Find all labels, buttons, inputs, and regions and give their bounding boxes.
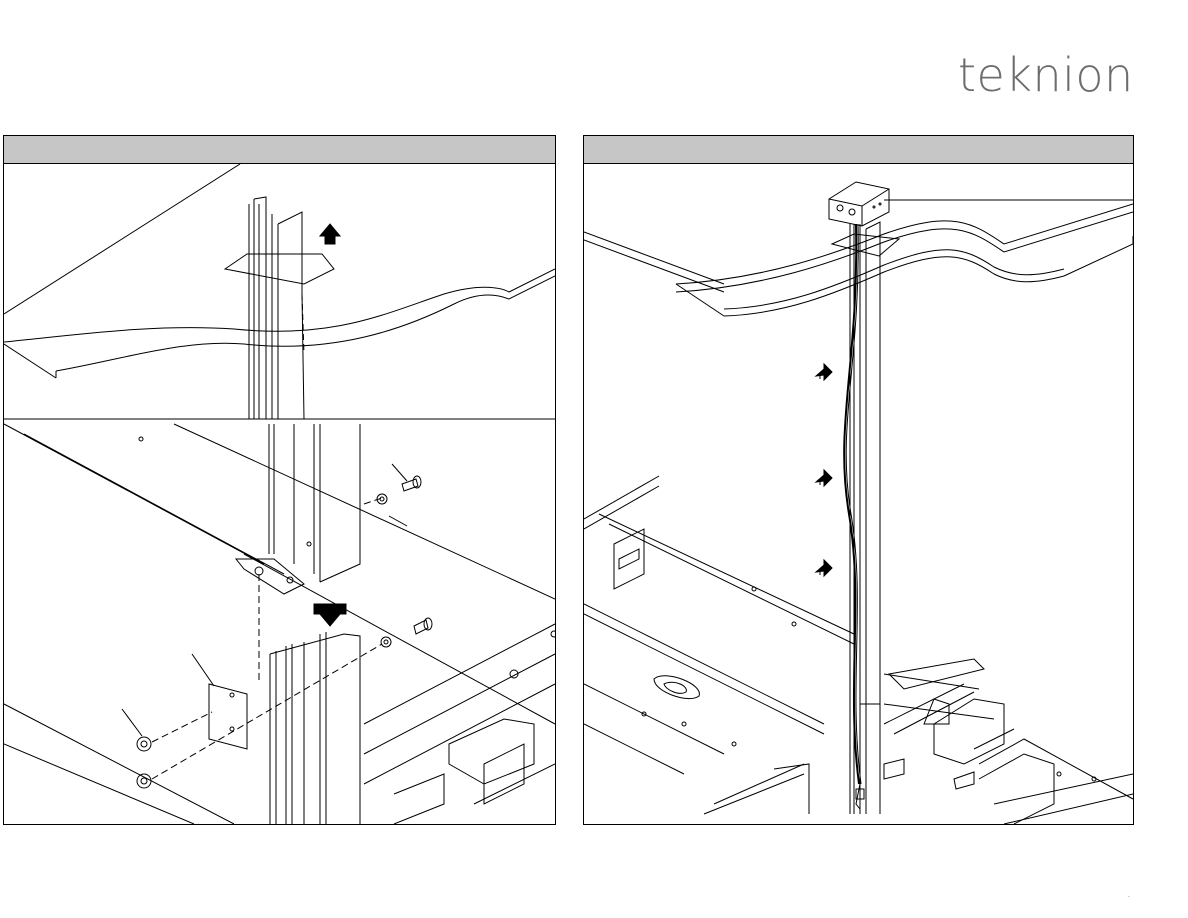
teknion-logo: teknion xyxy=(958,48,1134,102)
right-assembly-illustration xyxy=(584,164,1133,824)
left-assembly-illustration xyxy=(4,164,555,824)
left-step-panel xyxy=(3,135,556,825)
right-step-panel xyxy=(583,135,1134,825)
left-panel-header xyxy=(4,136,555,164)
right-panel-header xyxy=(584,136,1133,164)
page-mark: . xyxy=(1128,892,1130,899)
